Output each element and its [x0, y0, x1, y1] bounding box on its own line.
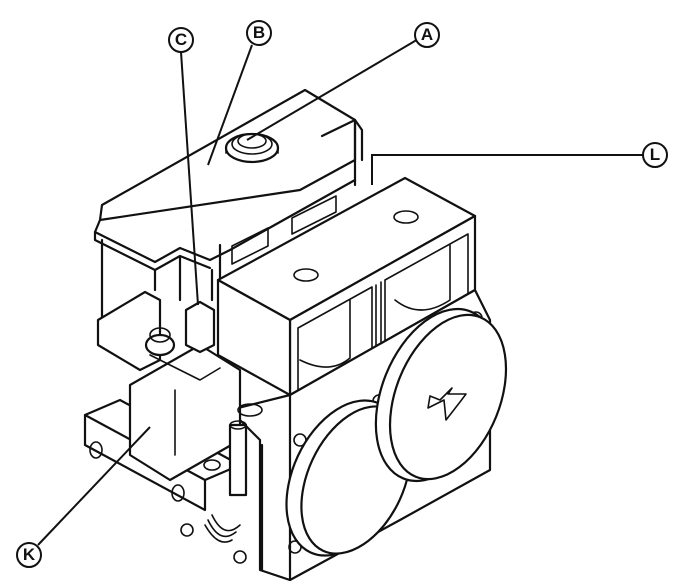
right-cover [374, 307, 508, 483]
callout-b: B [246, 20, 272, 46]
callout-k: K [16, 542, 42, 568]
callout-a-label: A [420, 25, 434, 44]
callout-l-label: L [649, 145, 661, 164]
top-knob [224, 132, 280, 164]
callout-c: C [168, 27, 194, 53]
leader-lines [37, 37, 643, 546]
callout-b-label: B [252, 23, 266, 42]
callout-l: L [642, 142, 668, 168]
callout-c-label: C [174, 30, 188, 49]
right-arrow-icon [427, 387, 467, 421]
callout-k-label: K [22, 545, 36, 564]
callout-a: A [414, 22, 440, 48]
mounting-bracket [83, 290, 263, 564]
